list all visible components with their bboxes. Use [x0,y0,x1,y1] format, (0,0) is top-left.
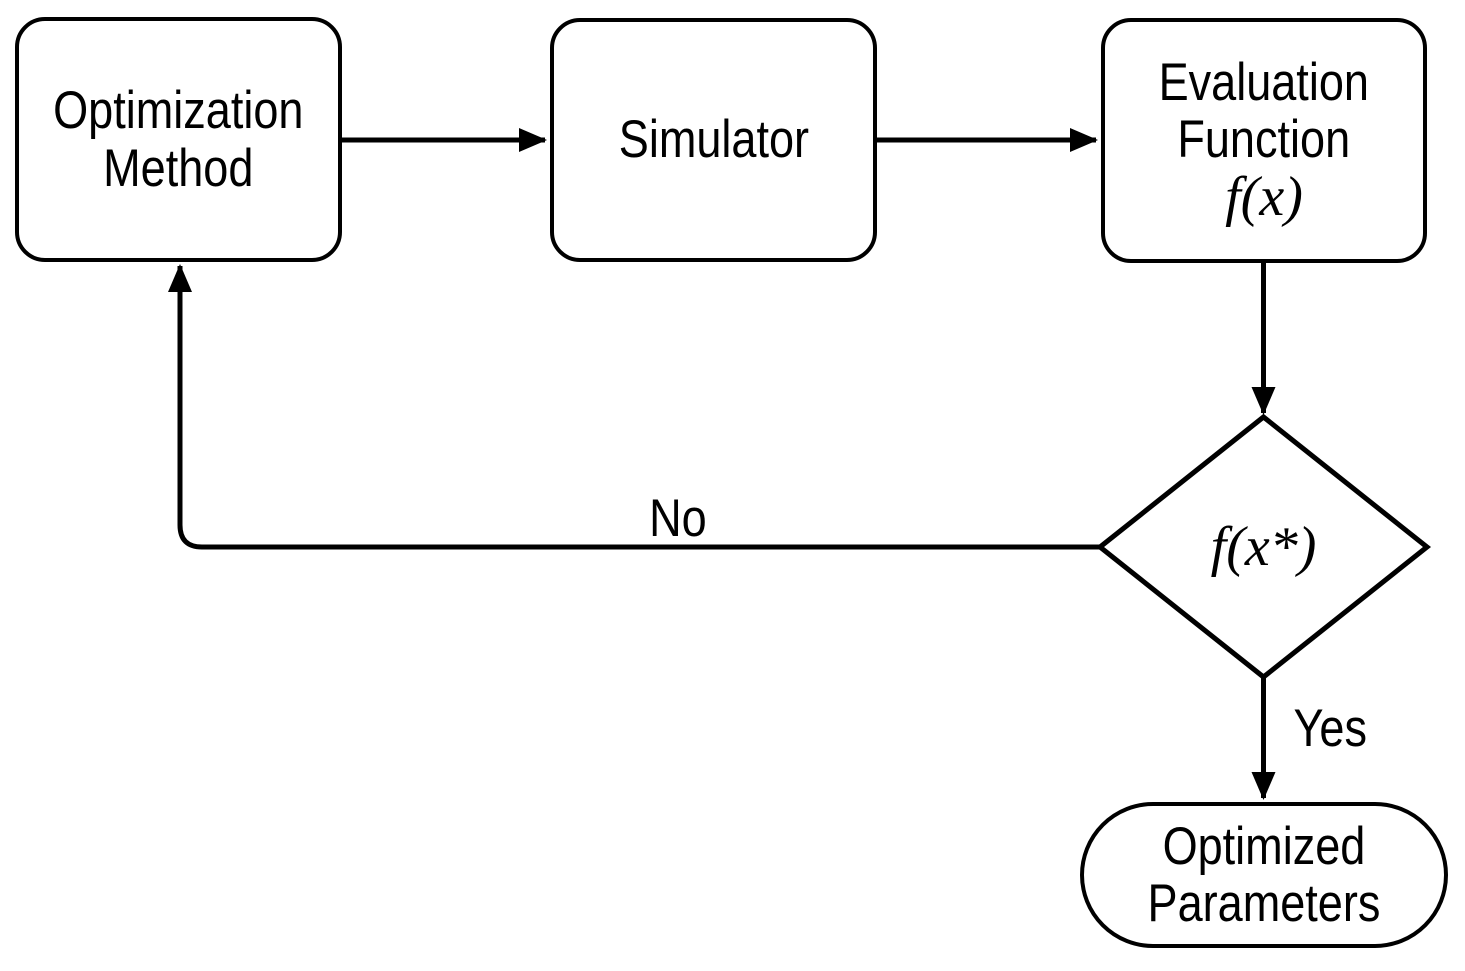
edge-label-no: No [618,492,738,545]
evaluation-function-node: Evaluation Function f(x) [1101,18,1427,263]
decision-diamond-shape [1095,413,1432,681]
simulator-label: Simulator [602,111,826,168]
evaluation-function-formula: f(x) [1225,166,1303,229]
arrow-decision-to-optimization-no-loop [168,264,1100,550]
optimized-parameters-label: Optimized Parameters [1127,816,1401,933]
edge-label-no-text: No [649,489,707,548]
node-label-line: Parameters [1147,874,1381,933]
edge-label-yes: Yes [1280,702,1380,755]
node-label-line: Function [1177,110,1351,170]
decision-formula: f(x*) [1210,515,1317,578]
optimization-method-node: Optimization Method [15,17,342,262]
optimized-parameters-node: Optimized Parameters [1080,802,1448,948]
simulator-node: Simulator [550,18,877,262]
node-label-line: Optimized [1162,816,1366,876]
node-label-line: Evaluation [1158,52,1370,112]
optimization-method-label: Optimization Method [31,81,326,198]
node-label-line: Optimization [53,81,304,141]
evaluation-function-label: Evaluation Function f(x) [1140,54,1388,227]
node-label-line: Simulator [618,110,809,170]
decision-diamond-label: f(x*) [1140,512,1387,582]
edge-label-yes-text: Yes [1293,699,1367,758]
node-label-line: Method [103,138,254,198]
